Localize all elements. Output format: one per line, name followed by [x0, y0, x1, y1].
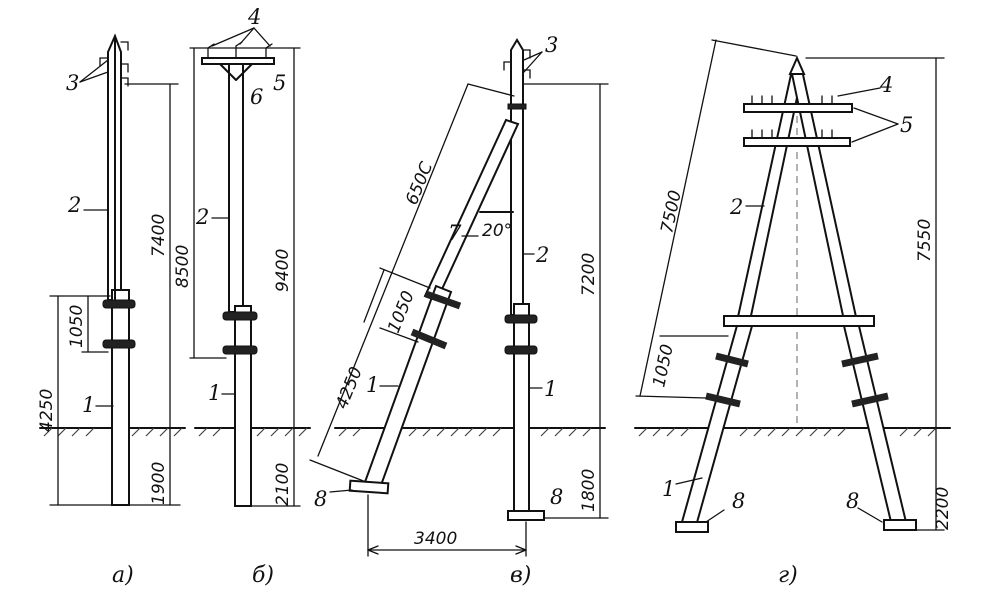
- fig-g-dim-below: 2200: [933, 487, 953, 530]
- fig-b-label-insulator: 4: [247, 5, 261, 29]
- fig-b-pole-stub: [234, 305, 252, 507]
- ground-hatching: [43, 427, 937, 437]
- fig-a-dim-total: 4250: [37, 389, 57, 432]
- fig-g-label-plate-right: 8: [846, 489, 859, 513]
- fig-g-crossarm-upper: [743, 103, 853, 113]
- fig-v-pole-stub: [513, 303, 530, 513]
- fig-g-tie-beam: [723, 315, 875, 327]
- fig-b-label-stub: 1: [208, 381, 221, 405]
- fig-b-dim-total: 9400: [273, 249, 293, 292]
- fig-v-dim-below: 1800: [579, 469, 599, 512]
- fig-v-label-stub-left: 1: [366, 373, 379, 397]
- fig-a-pole-stub: [111, 289, 130, 506]
- fig-v-caption: в): [510, 563, 531, 588]
- fig-g-plate-left: [675, 521, 709, 533]
- fig-v-label-plate-right: 8: [550, 485, 563, 509]
- fig-a-caption: а): [112, 563, 134, 588]
- fig-b-label-pole: 2: [195, 205, 209, 229]
- fig-b-pole-top: [228, 61, 244, 313]
- fig-b-label-crossarm: 5: [273, 71, 286, 95]
- fig-g-label-leg: 2: [729, 195, 743, 219]
- fig-g-label-insulator: 4: [879, 73, 893, 97]
- figure-g-a-frame-pole: 7500 1050 7550 2200 4 5 2 1 8 8 г): [635, 39, 953, 588]
- fig-g-label-stub: 1: [662, 477, 675, 501]
- fig-a-dim-above: 7400: [149, 214, 169, 257]
- fig-a-label-spike: 3: [66, 71, 79, 95]
- fig-b-dim-below: 2100: [273, 463, 293, 506]
- fig-b-dim-top: 8500: [173, 245, 193, 288]
- fig-v-strut: [423, 118, 520, 302]
- fig-v-dim-angle: 20°: [482, 221, 512, 241]
- fig-a-dim-band: 1050: [67, 305, 87, 348]
- fig-b-crossarm: [201, 57, 275, 65]
- fig-g-caption: г): [778, 563, 798, 588]
- fig-g-dim-height: 7550: [915, 219, 935, 262]
- fig-v-dim-stub: 4250: [332, 364, 367, 412]
- fig-v-label-stub-right: 1: [544, 377, 557, 401]
- fig-a-label-pole: 2: [67, 193, 81, 217]
- fig-a-label-stub: 1: [82, 393, 95, 417]
- figure-v-pole-with-strut: 20° 650С 1050 4250 7200 1800 3400 3 7 2 …: [309, 33, 609, 588]
- fig-g-insulators: [751, 95, 833, 139]
- fig-b-label-bracket: 6: [250, 85, 263, 109]
- fig-a-spikes: [99, 41, 129, 87]
- fig-g-dim-band: 1050: [649, 343, 678, 389]
- fig-v-plate-left: [348, 479, 390, 495]
- fig-v-pole-top: [510, 38, 524, 316]
- figure-b-pole-with-crossarm: 8500 9400 2100 4 5 6 2 1 б): [173, 5, 301, 588]
- fig-v-label-plate: 8: [314, 487, 327, 511]
- fig-g-label-plate-left: 8: [732, 489, 745, 513]
- fig-g-stub-bands: [705, 352, 889, 408]
- fig-g-dim-leg: 7500: [657, 189, 686, 235]
- fig-b-caption: б): [252, 563, 274, 588]
- fig-g-label-crossarm: 5: [900, 113, 913, 137]
- fig-g-top-cap: [788, 55, 806, 75]
- ground-lines: [39, 427, 951, 437]
- fig-v-dim-strut: 650С: [402, 159, 437, 208]
- fig-v-dim-base: 3400: [414, 529, 457, 549]
- fig-v-dim-band: 1050: [384, 288, 419, 336]
- fig-g-crossarm-lower: [743, 137, 851, 147]
- fig-v-dim-height: 7200: [579, 253, 599, 296]
- fig-v-label-strut: 7: [448, 221, 462, 245]
- fig-v-plate-right: [507, 510, 545, 521]
- fig-v-label-pole: 2: [535, 243, 549, 267]
- fig-v-label-spike: 3: [545, 33, 558, 57]
- fig-a-dim-below: 1900: [149, 462, 169, 505]
- figure-a-single-pole: 7400 1900 1050 4250 3 2 1 а): [37, 33, 181, 588]
- fig-v-strut-bands: [410, 290, 462, 350]
- fig-g-plate-right: [883, 519, 917, 531]
